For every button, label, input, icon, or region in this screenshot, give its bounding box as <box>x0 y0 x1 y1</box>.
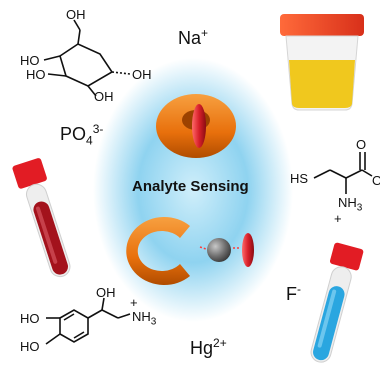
phosphate-ion-label: PO43- <box>60 122 104 148</box>
cysteine-plus: + <box>334 211 342 226</box>
torus-host-with-guest <box>156 94 236 158</box>
glucose-oh-right: OH <box>132 67 152 82</box>
glucose-oh-top: OH <box>66 7 86 22</box>
center-title: Analyte Sensing <box>132 178 249 195</box>
amine-oh-top: OH <box>96 285 116 300</box>
cysteine-hs: HS <box>290 171 309 186</box>
cysteine-structure <box>313 152 373 194</box>
mercury-ion-label: Hg2+ <box>190 336 227 358</box>
catechol-amine-structure <box>45 297 131 345</box>
glucose-ho-2: HO <box>26 67 46 82</box>
amine-nh3: NH3 <box>132 309 157 328</box>
sodium-ion-label: Na+ <box>178 26 209 48</box>
glucose-oh-bottom: OH <box>94 89 114 104</box>
amine-ho-2: HO <box>20 339 40 354</box>
blood-test-tube <box>12 158 71 278</box>
cysteine-oh: OH <box>372 173 380 188</box>
cysteine-o: O <box>356 137 367 152</box>
glucose-structure <box>43 19 131 97</box>
cysteine-nh3: NH3 <box>338 195 363 214</box>
glucose-ho-1: HO <box>20 53 40 68</box>
c-receptor-binding <box>126 217 254 285</box>
amine-plus: + <box>130 295 138 310</box>
blue-test-tube <box>310 242 364 363</box>
fluoride-ion-label: F- <box>286 282 301 304</box>
amine-ho-1: HO <box>20 311 40 326</box>
urine-sample-cup <box>280 14 364 111</box>
